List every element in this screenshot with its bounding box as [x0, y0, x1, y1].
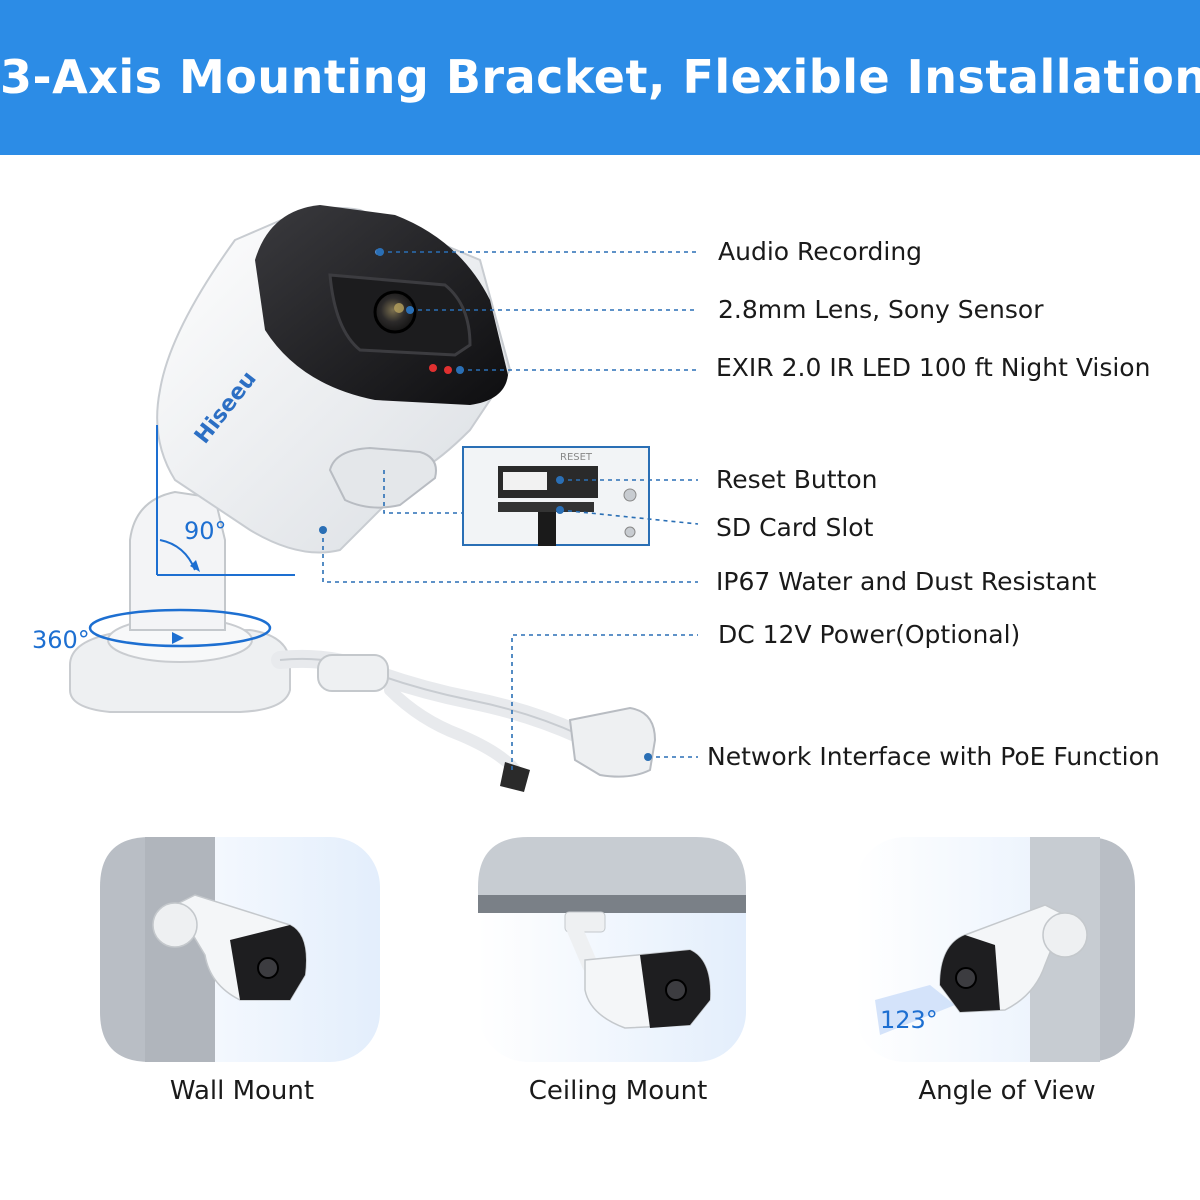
reset-sd-inset: RESET [462, 446, 650, 546]
ir-led [444, 366, 452, 374]
bottom-panel [328, 446, 437, 509]
page-title: 3-Axis Mounting Bracket, Flexible Instal… [0, 50, 1200, 104]
callout-dc-power: DC 12V Power(Optional) [718, 620, 1021, 649]
cable-gland [317, 654, 389, 692]
dc-connector [500, 762, 530, 792]
callout-ip67: IP67 Water and Dust Resistant [716, 567, 1097, 596]
camera-main: Hiseeu [69, 205, 657, 792]
wall-mount-label: Wall Mount [169, 1076, 315, 1106]
callout-sd-card-slot: SD Card Slot [716, 513, 874, 542]
tilt-angle-label: 90° [184, 517, 227, 545]
svg-text:RESET: RESET [560, 452, 593, 463]
callout-audio-recording: Audio Recording [718, 237, 923, 266]
callout-reset-button: Reset Button [716, 465, 878, 494]
dc-cable [384, 684, 521, 776]
pan-angle-label: 360° [32, 626, 90, 654]
header-banner: 3-Axis Mounting Bracket, Flexible Instal… [0, 0, 1200, 155]
lens [373, 290, 417, 334]
rj45-connector [568, 706, 657, 778]
sd-slot [498, 502, 594, 512]
ir-led [429, 364, 437, 372]
wall-mount-card [100, 837, 380, 1062]
callout-ir-night-vision: EXIR 2.0 IR LED 100 ft Night Vision [716, 353, 1151, 382]
callout-network-poe: Network Interface with PoE Function [707, 742, 1160, 771]
ceiling-mount-card [478, 837, 746, 1062]
pan-arc-icon [88, 608, 272, 648]
rotation-guides [88, 425, 295, 648]
ceiling-mount-label: Ceiling Mount [528, 1076, 708, 1106]
leader-lines [322, 251, 699, 770]
angle-of-view-card [855, 837, 1135, 1062]
callout-lens-sensor: 2.8mm Lens, Sony Sensor [718, 295, 1044, 324]
bracket-arm [129, 490, 226, 631]
angle-of-view-label: Angle of View [918, 1076, 1096, 1106]
view-angle-label: 123° [880, 1006, 938, 1034]
